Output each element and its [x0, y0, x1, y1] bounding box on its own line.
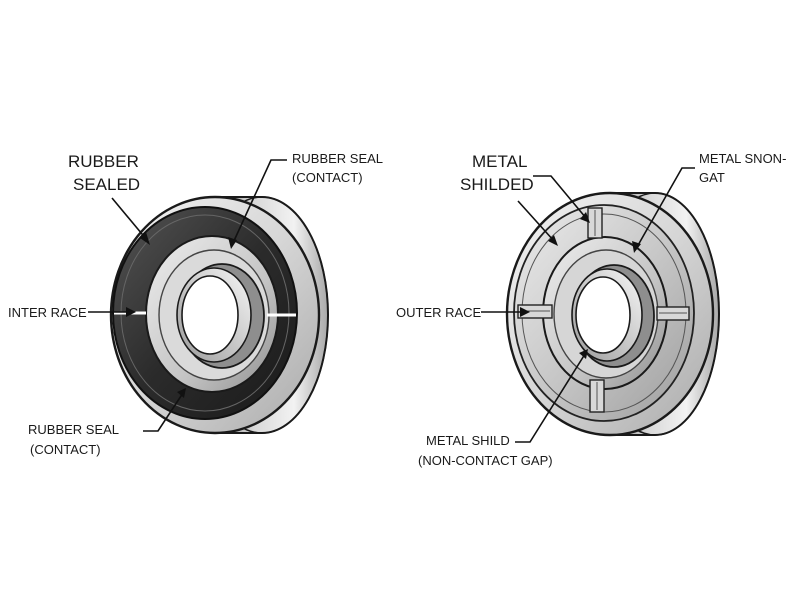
leader-right-title-b: [517, 200, 555, 242]
metal-shielded-bearing: [505, 191, 720, 437]
arrow-right-title-b: [548, 235, 558, 246]
arrow-left-mid: [126, 307, 136, 317]
arrow-right-title-a: [580, 212, 590, 223]
right-top-label-line1: METAL SNON-: [699, 151, 786, 166]
right-bottom-label-line2: (NON-CONTACT GAP): [418, 453, 553, 468]
arrow-left-top: [228, 237, 237, 249]
right-title-line2: SHILDED: [460, 175, 534, 194]
left-leaders: [88, 159, 287, 432]
arrow-right-mid: [520, 307, 530, 317]
right-bottom-label-line1: METAL SHILD: [426, 433, 510, 448]
leader-left-bottom: [143, 392, 184, 432]
left-mid-label: INTER RACE: [8, 305, 87, 320]
bore-hole: [181, 275, 239, 355]
left-title-line1: RUBBER: [68, 152, 139, 171]
leader-right-top: [636, 167, 695, 248]
leader-left-title: [111, 197, 148, 241]
leader-right-title-a: [533, 175, 587, 219]
left-top-label-line2: (CONTACT): [292, 170, 363, 185]
right-leaders: [481, 167, 695, 443]
left-bottom-label-line2: (CONTACT): [30, 442, 101, 457]
left-top-label-line1: RUBBER SEAL: [292, 151, 383, 166]
arrow-left-bottom: [177, 388, 186, 398]
right-title-line1: METAL: [472, 152, 527, 171]
leader-left-top: [232, 159, 287, 244]
left-title-line2: SEALED: [73, 175, 140, 194]
leader-right-bottom: [515, 353, 586, 443]
arrow-right-top: [632, 241, 641, 253]
rubber-sealed-bearing: [109, 195, 329, 435]
right-top-label-line2: GAT: [699, 170, 725, 185]
left-bottom-label-line1: RUBBER SEAL: [28, 422, 119, 437]
right-mid-label: OUTER RACE: [396, 305, 482, 320]
arrow-right-bottom: [579, 349, 588, 359]
bore-hole-right: [575, 276, 631, 354]
arrow-left-title: [140, 232, 150, 245]
